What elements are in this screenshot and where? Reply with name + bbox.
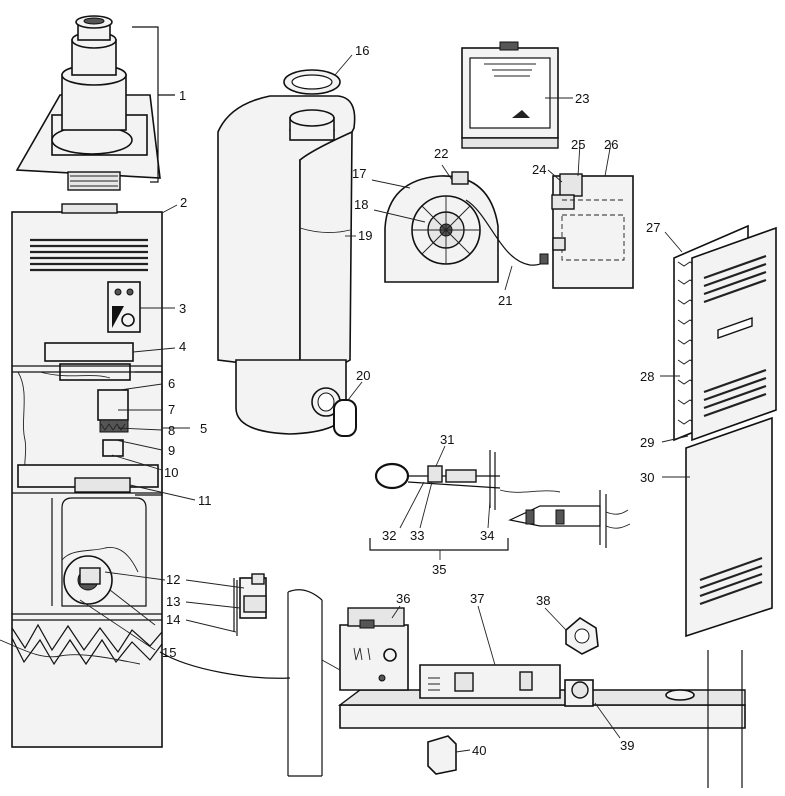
blower-motor-assembly	[384, 171, 549, 283]
pilot-assembly	[374, 450, 631, 548]
heat-exchanger	[217, 69, 357, 437]
callout-labels: 1 2 3 4 5 6 7 8 9 10 11 12 13 14 15 16 1…	[162, 43, 660, 758]
callout-26: 26	[604, 137, 618, 152]
callout-30: 30	[640, 470, 654, 485]
callout-16: 16	[355, 43, 369, 58]
callout-12: 12	[166, 572, 180, 587]
callout-39: 39	[620, 738, 634, 753]
blower-housing	[551, 173, 634, 289]
callout-31: 31	[440, 432, 454, 447]
callout-2: 2	[180, 195, 187, 210]
callout-37: 37	[470, 591, 484, 606]
callout-33: 33	[410, 528, 424, 543]
callout-7: 7	[168, 402, 175, 417]
callout-27: 27	[646, 220, 660, 235]
callout-38: 38	[536, 593, 550, 608]
callout-28: 28	[640, 369, 654, 384]
callout-1: 1	[179, 88, 186, 103]
callout-9: 9	[168, 443, 175, 458]
callout-18: 18	[354, 197, 368, 212]
callout-35: 35	[432, 562, 446, 577]
bracket-1	[132, 26, 159, 183]
door-panels	[673, 224, 777, 638]
callout-6: 6	[168, 376, 175, 391]
callout-14: 14	[166, 612, 180, 627]
callout-10: 10	[164, 465, 178, 480]
connector-curve	[159, 651, 291, 679]
callout-36: 36	[396, 591, 410, 606]
callout-34: 34	[480, 528, 494, 543]
callout-32: 32	[382, 528, 396, 543]
callout-20: 20	[356, 368, 370, 383]
callout-15: 15	[162, 645, 176, 660]
callout-19: 19	[358, 228, 372, 243]
base-assembly	[287, 589, 746, 788]
callout-17: 17	[352, 166, 366, 181]
furnace-cabinet	[0, 203, 163, 748]
leader-lines-left	[79, 204, 196, 651]
callout-40: 40	[472, 743, 486, 758]
callout-22: 22	[434, 146, 448, 161]
callout-5: 5	[200, 421, 207, 436]
callout-24: 24	[532, 162, 546, 177]
callout-29: 29	[640, 435, 654, 450]
vent-cap-assembly	[15, 15, 161, 191]
callout-3: 3	[179, 301, 186, 316]
control-board	[461, 41, 559, 149]
callout-4: 4	[179, 339, 186, 354]
bracket-35	[369, 538, 509, 551]
gas-valve-detail	[233, 573, 267, 636]
callout-11: 11	[198, 493, 212, 508]
callout-23: 23	[575, 91, 589, 106]
callout-8: 8	[168, 423, 175, 438]
callout-25: 25	[571, 137, 585, 152]
callout-21: 21	[498, 293, 512, 308]
callout-13: 13	[166, 594, 180, 609]
